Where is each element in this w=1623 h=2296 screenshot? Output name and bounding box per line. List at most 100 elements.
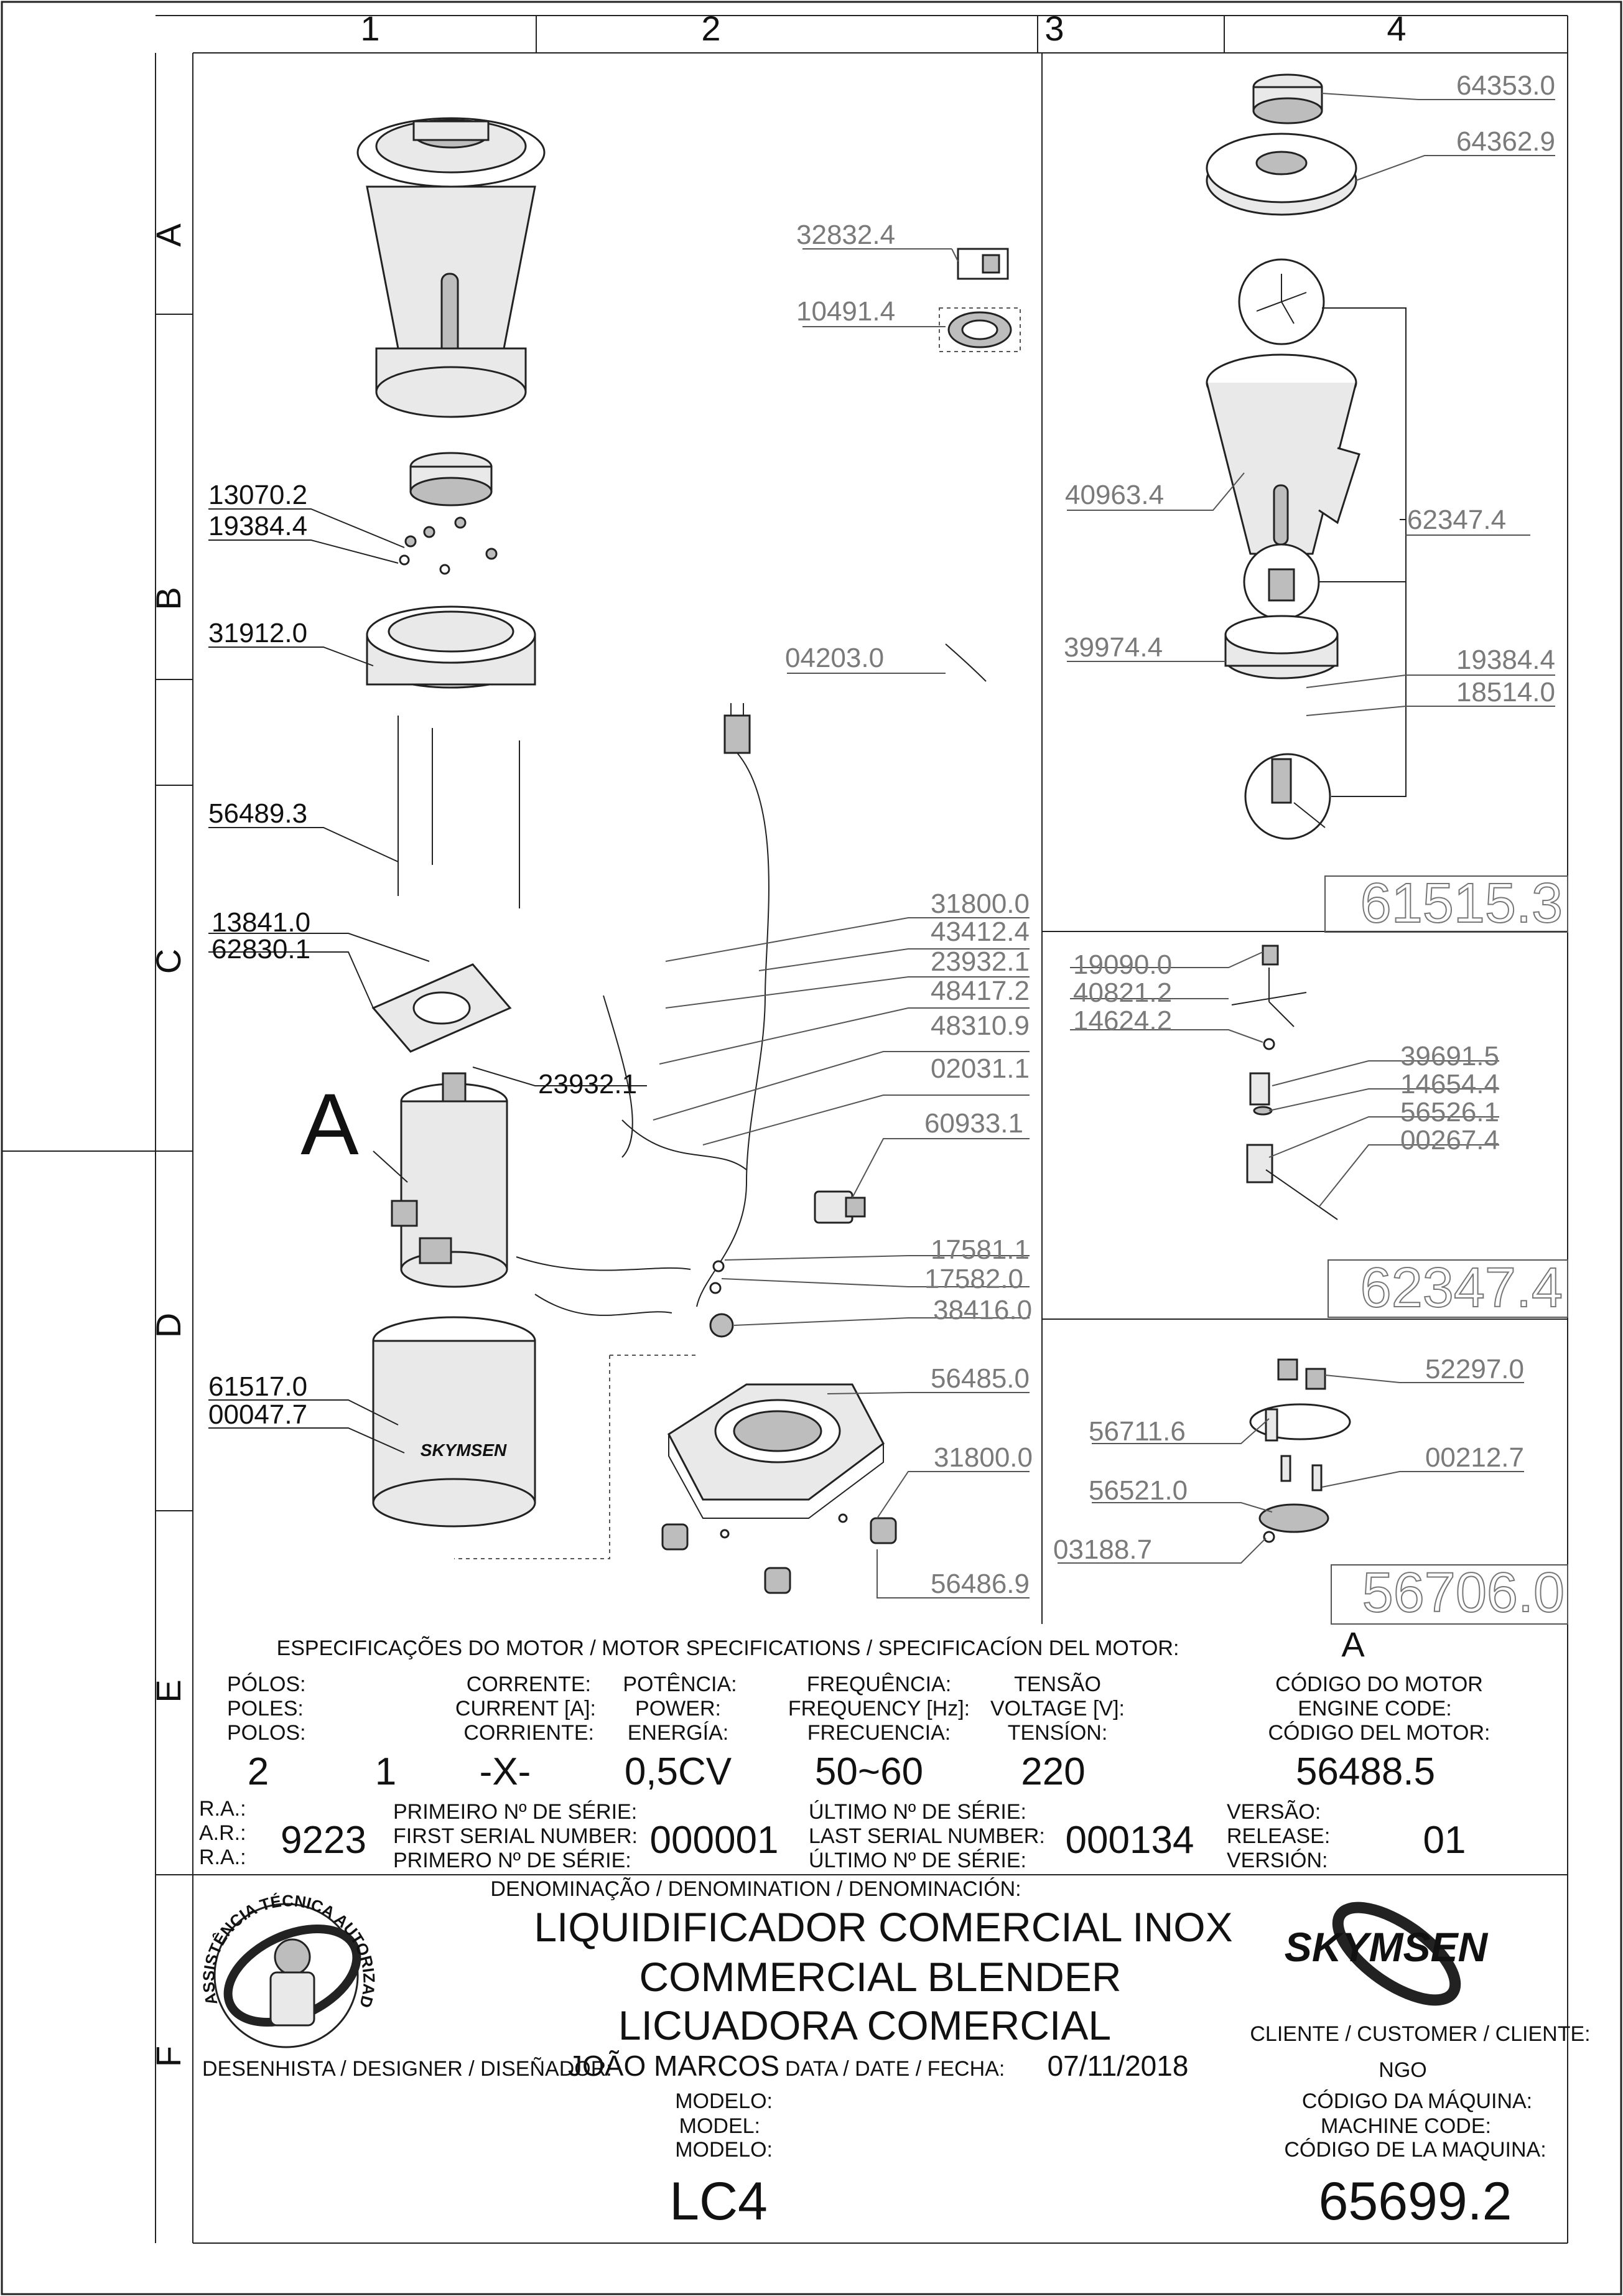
- voltage-value: 220: [1021, 1750, 1085, 1793]
- label-00212-7: 00212.7: [1425, 1442, 1524, 1473]
- label-03188-7: 03188.7: [1053, 1534, 1152, 1565]
- power-value-x: -X-: [480, 1750, 531, 1793]
- ghost-62347-4: 62347.4: [1360, 1257, 1563, 1319]
- label-39691-5: 39691.5: [1400, 1041, 1499, 1071]
- poles-header-es: POLOS:: [227, 1721, 306, 1745]
- label-39974-4: 39974.4: [1064, 632, 1163, 663]
- ra-label-1: R.A.:: [199, 1797, 246, 1821]
- machine-code-value: 65699.2: [1319, 2172, 1512, 2231]
- engine-code-header-en: ENGINE CODE:: [1298, 1697, 1451, 1720]
- label-00267-4: 00267.4: [1400, 1125, 1499, 1155]
- label-64362-9: 64362.9: [1456, 126, 1555, 157]
- engine-code-value: 56488.5: [1296, 1750, 1435, 1793]
- ra-value: 9223: [281, 1819, 366, 1862]
- label-17582-0: 17582.0: [924, 1264, 1023, 1294]
- label-00047-7: 00047.7: [208, 1399, 307, 1430]
- denomination-line-3: LICUADORA COMERCIAL: [618, 2002, 1111, 2048]
- machine-code-label-es: CÓDIGO DE LA MAQUINA:: [1284, 2138, 1546, 2162]
- power-header-en: POWER:: [635, 1697, 721, 1720]
- label-18514-0: 18514.0: [1456, 677, 1555, 707]
- ghost-56706-0: 56706.0: [1362, 1562, 1565, 1624]
- label-13070-2: 13070.2: [208, 480, 307, 510]
- designer-label: DESENHISTA / DESIGNER / DISEÑADOR:: [202, 2057, 612, 2081]
- poles-value: 2: [248, 1750, 269, 1793]
- label-40821-2: 40821.2: [1073, 978, 1172, 1008]
- lid-illustration: [1206, 133, 1357, 216]
- release-label-en: RELEASE:: [1227, 1824, 1330, 1848]
- spec-values: 2 1 -X- 0,5CV 50~60 220 56488.5: [248, 1750, 1435, 1793]
- coupling-assembly-illustration: [1249, 1358, 1351, 1543]
- blade-illustration: [1238, 258, 1325, 345]
- model-label-en: MODEL:: [679, 2114, 760, 2138]
- label-56711-6: 56711.6: [1089, 1416, 1186, 1447]
- jar-base-illustration: [1224, 615, 1339, 679]
- drive-coupling-illustration: [409, 452, 493, 506]
- last-serial-label-en: LAST SERIAL NUMBER:: [809, 1824, 1045, 1848]
- ghost-61515-3: 61515.3: [1360, 872, 1563, 935]
- grid-col-1: 1: [360, 9, 379, 48]
- ra-label-2: A.R.:: [199, 1821, 246, 1845]
- motor-cover-brand: SKYMSEN: [421, 1440, 507, 1460]
- grid-row-c: C: [149, 949, 188, 974]
- voltage-header-en: VOLTAGE [V]:: [990, 1697, 1125, 1720]
- engine-code-header-pt: CÓDIGO DO MOTOR: [1275, 1673, 1483, 1696]
- label-43412-4: 43412.4: [931, 917, 1030, 947]
- label-23932-1-a: 23932.1: [931, 946, 1030, 977]
- screws-illustration: [399, 516, 498, 575]
- tie-rods-illustration: [398, 716, 520, 908]
- svg-text:ASSISTÊNCIA TÉCNICA AUTORIZADA: ASSISTÊNCIA TÉCNICA AUTORIZADA: [0, 0, 379, 2010]
- label-10491-4: 10491.4: [796, 296, 895, 327]
- label-40963-4: 40963.4: [1065, 480, 1164, 510]
- blade-assembly-illustration: [1231, 945, 1338, 1220]
- switch-illustration: [709, 1260, 734, 1338]
- label-19384-4-b: 19384.4: [208, 511, 307, 541]
- grid-row-a: A: [149, 223, 188, 247]
- last-serial-label-pt: ÚLTIMO Nº DE SÉRIE:: [809, 1800, 1026, 1824]
- serial-numbers: R.A.: A.R.: R.A.: 9223 PRIMEIRO Nº DE SÉ…: [199, 1797, 1466, 1872]
- label-38416-0: 38416.0: [933, 1295, 1032, 1325]
- grid-row-d: D: [149, 1313, 188, 1338]
- label-62830-1: 62830.1: [212, 934, 310, 964]
- client-label: CLIENTE / CUSTOMER / CLIENTE:: [1250, 2022, 1590, 2046]
- frequency-header-es: FRECUENCIA:: [807, 1721, 951, 1745]
- machine-code-label-en: MACHINE CODE:: [1321, 2114, 1491, 2138]
- ra-label-3: R.A.:: [199, 1846, 246, 1869]
- denomination-line-1: LIQUIDIFICADOR COMERCIAL INOX: [534, 1904, 1232, 1950]
- model-label-es: MODELO:: [675, 2138, 773, 2162]
- label-56521-0: 56521.0: [1089, 1475, 1188, 1506]
- label-60933-1: 60933.1: [924, 1108, 1023, 1139]
- manual-booklet-icon: [957, 248, 1009, 280]
- release-value: 01: [1423, 1819, 1466, 1862]
- engine-marker: A: [1341, 1625, 1365, 1664]
- label-48417-2: 48417.2: [931, 976, 1030, 1006]
- model-value: LC4: [669, 2172, 768, 2231]
- first-serial-value: 000001: [650, 1819, 779, 1862]
- blender-jar-illustration: [356, 117, 546, 418]
- release-label-es: VERSIÓN:: [1227, 1849, 1328, 1872]
- first-serial-label-pt: PRIMEIRO Nº DE SÉRIE:: [393, 1800, 637, 1824]
- grid-row-f: F: [149, 2046, 188, 2067]
- label-23932-1-b: 23932.1: [538, 1069, 637, 1099]
- shaft-illustration: [1244, 753, 1331, 840]
- client-value: NGO: [1379, 2058, 1426, 2082]
- label-17581-1: 17581.1: [931, 1234, 1030, 1265]
- cable-gland-illustration: [814, 1190, 866, 1224]
- seal-ring-illustration: [939, 307, 1021, 352]
- label-14624-2: 14624.2: [1073, 1006, 1172, 1036]
- current-header-en: CURRENT [A]:: [455, 1697, 596, 1720]
- frequency-header-pt: FREQUÊNCIA:: [807, 1673, 951, 1696]
- voltage-header-pt: TENSÃO: [1014, 1673, 1101, 1696]
- spec-headers: PÓLOS: POLES: POLOS: CORRENTE: CURRENT […: [227, 1673, 1490, 1745]
- grid-row-b: B: [149, 587, 188, 610]
- poles-header-en: POLES:: [227, 1697, 304, 1720]
- power-value: 0,5CV: [625, 1750, 732, 1793]
- mounting-plate-illustration: [371, 963, 512, 1053]
- last-serial-value: 000134: [1066, 1819, 1194, 1862]
- current-header-pt: CORRENTE:: [467, 1673, 591, 1696]
- label-31800-0-a: 31800.0: [931, 889, 1030, 919]
- label-56485-0: 56485.0: [931, 1363, 1030, 1394]
- inner-jar-illustration: [1206, 353, 1360, 555]
- release-label-pt: VERSÃO:: [1227, 1800, 1321, 1824]
- service-seal-logo: ASSISTÊNCIA TÉCNICA AUTORIZADA: [0, 0, 379, 2048]
- label-32832-4: 32832.4: [796, 220, 895, 250]
